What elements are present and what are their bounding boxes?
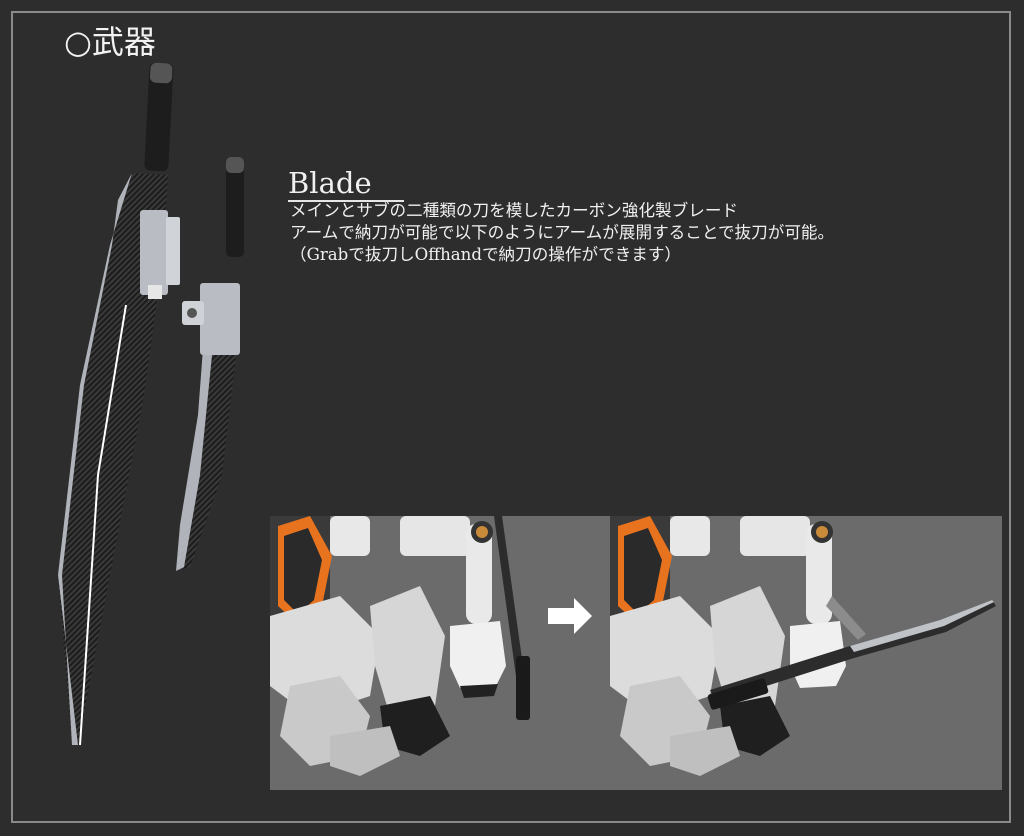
blade-heading: Blade — [288, 166, 404, 202]
page-title: ○武器 — [64, 23, 156, 61]
arrow-right-icon — [548, 598, 592, 634]
description-line: メインとサブの二種類の刀を模したカーボン強化製ブレード — [290, 201, 739, 220]
description-line: アームで納刀が可能で以下のようにアームが展開することで抜刀が可能。 — [290, 223, 835, 242]
description-line: （Grabで抜刀しOffhandで納刀の操作ができます） — [290, 245, 682, 264]
main-sword-icon — [58, 62, 180, 746]
draw-demo-panel — [270, 516, 1002, 790]
page-frame — [11, 11, 1011, 823]
sub-sword-icon — [176, 157, 244, 571]
sword-illustration — [40, 55, 260, 755]
robot-drawn-image — [610, 516, 996, 776]
robot-sheathed-image — [270, 516, 530, 776]
blade-description: メインとサブの二種類の刀を模したカーボン強化製ブレード アームで納刀が可能で以下… — [290, 200, 1020, 266]
